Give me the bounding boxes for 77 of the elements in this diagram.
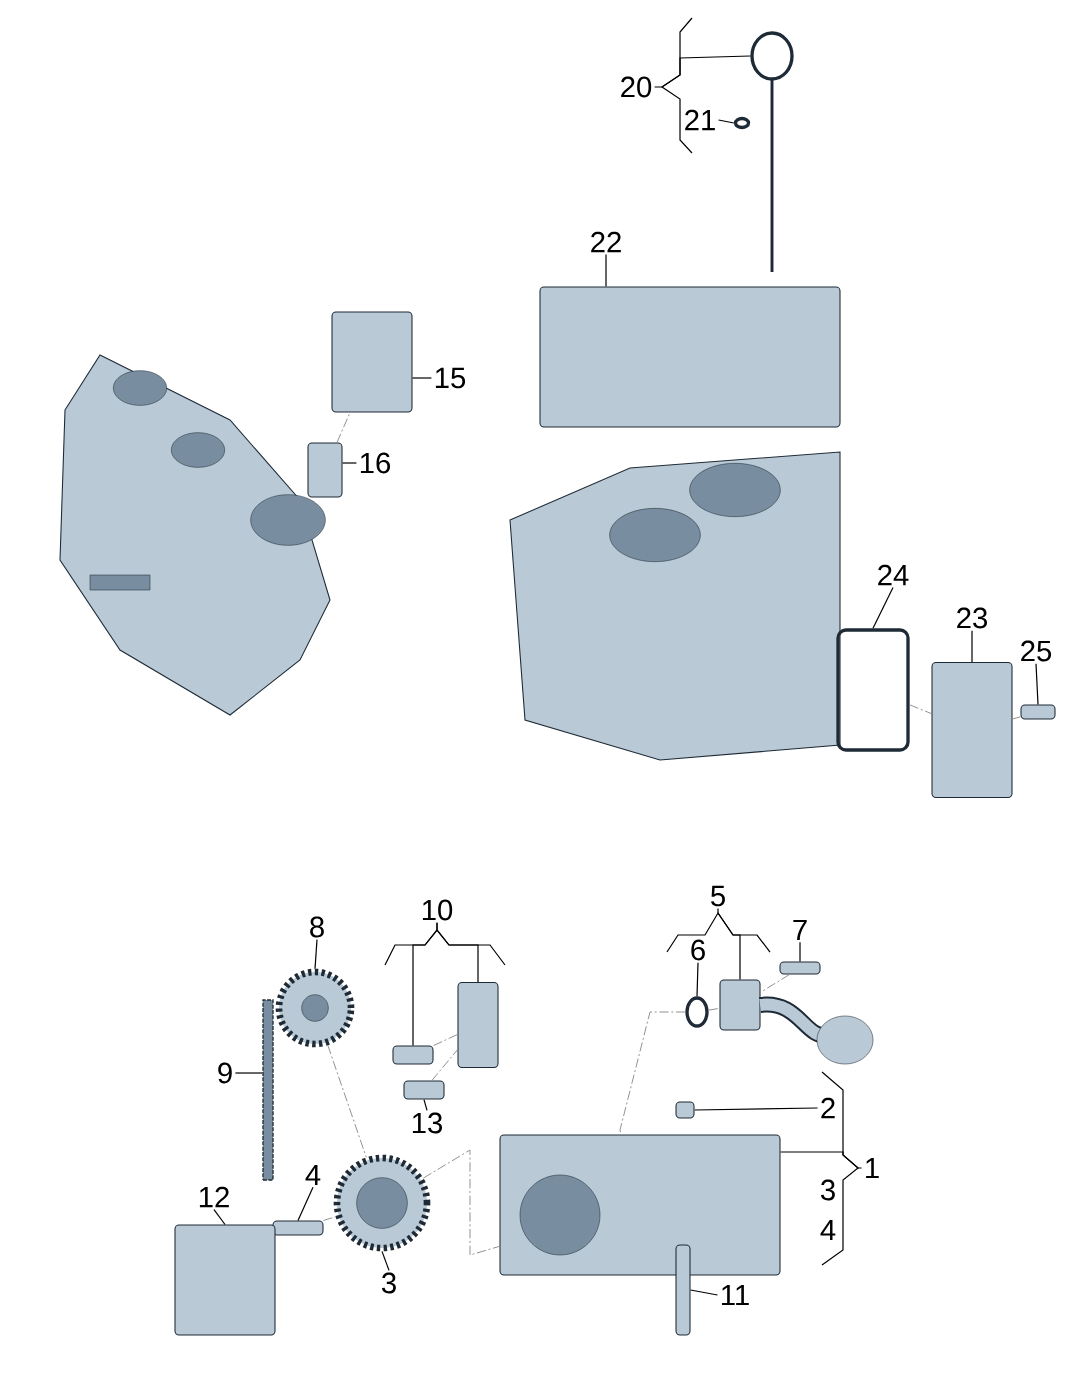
callout-number: 20 — [621, 76, 652, 98]
alignment-line — [760, 974, 790, 993]
callout-number: 4 — [820, 1219, 836, 1241]
callout-number: 10 — [422, 899, 453, 921]
callout-number: 9 — [218, 1062, 232, 1084]
leader-line — [779, 1151, 863, 1169]
leader-line — [234, 1072, 263, 1074]
callout-number: 4 — [305, 1164, 321, 1186]
callout-number: 7 — [793, 919, 807, 941]
alignment-line — [422, 1149, 500, 1256]
callout-number: 8 — [310, 916, 324, 938]
callout-number: 21 — [685, 109, 715, 131]
callout-number: 16 — [360, 452, 391, 474]
alignment-line — [336, 412, 351, 443]
callout-number: 25 — [1021, 640, 1052, 662]
leader-line — [717, 907, 741, 981]
callout-number: 1 — [866, 1157, 879, 1179]
callout-number: 3 — [381, 1272, 396, 1294]
bolt — [392, 1045, 434, 1065]
leader-line — [971, 630, 973, 663]
screw — [1020, 704, 1056, 720]
callout-number: 5 — [711, 885, 725, 907]
leader-line — [872, 586, 894, 629]
alignment-line — [327, 1044, 367, 1158]
oil-filter — [331, 311, 413, 413]
leader-line — [696, 962, 699, 997]
oil-pipe — [719, 979, 874, 1065]
leader-line — [654, 55, 751, 88]
cap — [675, 1101, 695, 1119]
filter-insert — [307, 442, 343, 498]
alignment-line — [708, 1007, 720, 1011]
alignment-line — [909, 704, 932, 715]
leader-line — [213, 1208, 226, 1226]
sprocket — [275, 968, 355, 1048]
alignment-line — [433, 1034, 458, 1046]
leader-line — [381, 1250, 390, 1271]
leader-line — [799, 941, 801, 963]
tensioner — [457, 981, 499, 1069]
callout-number: 22 — [591, 231, 621, 253]
bolt — [403, 1080, 445, 1100]
callout-number: 24 — [878, 564, 909, 586]
o-ring — [685, 996, 709, 1028]
leader-line — [297, 1186, 314, 1222]
timing-chain — [262, 999, 274, 1181]
callout-number: 15 — [435, 367, 466, 389]
callout-number: 6 — [691, 939, 705, 961]
leader-line — [605, 253, 607, 288]
alignment-line — [619, 1011, 686, 1135]
oil-cooler — [931, 661, 1013, 799]
callout-number: 2 — [821, 1097, 835, 1119]
bolt — [272, 1220, 324, 1236]
leader-line — [436, 922, 479, 983]
leader-line — [411, 377, 433, 379]
dipstick — [750, 31, 794, 272]
leader-line — [314, 939, 318, 970]
leader-line — [341, 462, 358, 464]
gasket — [836, 628, 910, 752]
alignment-line — [322, 1216, 337, 1221]
leader-line — [423, 1098, 428, 1111]
seal-ring — [733, 116, 751, 130]
callout-number: 3 — [820, 1179, 835, 1201]
oil-pump — [499, 1134, 781, 1276]
callout-number: 23 — [957, 607, 988, 629]
leader-line — [1035, 663, 1039, 706]
sprocket — [333, 1154, 431, 1252]
alignment-line — [1012, 716, 1021, 720]
leader-line — [718, 119, 735, 124]
callout-number: 12 — [199, 1186, 229, 1208]
callout-number: 11 — [722, 1284, 749, 1306]
cylinder-head-cover — [539, 286, 841, 428]
bolt — [675, 1244, 691, 1336]
leader-line — [689, 1289, 719, 1296]
leader-line — [693, 1107, 819, 1111]
callout-number: 13 — [412, 1112, 443, 1134]
bolt — [779, 961, 821, 975]
chain-cover — [174, 1224, 276, 1336]
alignment-line — [431, 1049, 458, 1081]
